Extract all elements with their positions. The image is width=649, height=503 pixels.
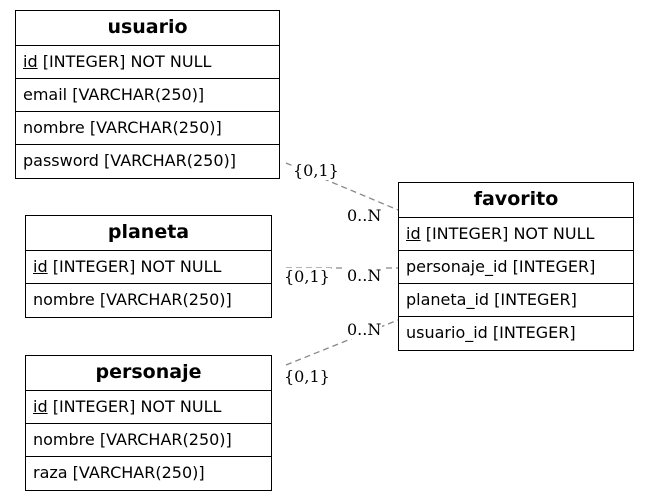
field-definition: [INTEGER] NOT NULL	[420, 224, 595, 243]
cardinality-personaje-side: {0,1}	[283, 367, 331, 386]
field-definition: [INTEGER] NOT NULL	[47, 257, 222, 276]
primary-key-label: id	[33, 257, 48, 276]
cardinality-favorito-side-usuario: 0..N	[346, 206, 383, 225]
field-row: nombre [VARCHAR(250)]	[16, 112, 279, 145]
field-row: email [VARCHAR(250)]	[16, 79, 279, 112]
field-row: personaje_id [INTEGER]	[399, 251, 633, 284]
field-row: id [INTEGER] NOT NULL	[26, 251, 271, 284]
field-row: id [INTEGER] NOT NULL	[16, 46, 279, 79]
entity-usuario[interactable]: usuario id [INTEGER] NOT NULL email [VAR…	[15, 10, 280, 179]
field-row: id [INTEGER] NOT NULL	[26, 391, 271, 424]
field-row: planeta_id [INTEGER]	[399, 284, 633, 317]
field-row: nombre [VARCHAR(250)]	[26, 424, 271, 457]
cardinality-favorito-side-personaje: 0..N	[346, 320, 383, 339]
cardinality-usuario-side: {0,1}	[292, 161, 340, 180]
entity-title: personaje	[26, 356, 271, 391]
field-row: raza [VARCHAR(250)]	[33, 463, 205, 482]
cardinality-favorito-side-planeta: 0..N	[346, 266, 383, 285]
entity-title: usuario	[16, 11, 279, 46]
field-definition: [INTEGER] NOT NULL	[37, 52, 212, 71]
field-row: id [INTEGER] NOT NULL	[399, 218, 633, 251]
cardinality-planeta-side: {0,1}	[283, 267, 331, 286]
primary-key-label: id	[33, 397, 48, 416]
entity-title: favorito	[399, 183, 633, 218]
primary-key-label: id	[23, 52, 38, 71]
field-definition: [INTEGER] NOT NULL	[47, 397, 222, 416]
primary-key-label: id	[406, 224, 421, 243]
field-row: password [VARCHAR(250)]	[23, 151, 237, 170]
field-row: nombre [VARCHAR(250)]	[33, 290, 232, 309]
entity-planeta[interactable]: planeta id [INTEGER] NOT NULL nombre [VA…	[25, 215, 272, 318]
entity-favorito[interactable]: favorito id [INTEGER] NOT NULL personaje…	[398, 182, 634, 351]
entity-personaje[interactable]: personaje id [INTEGER] NOT NULL nombre […	[25, 355, 272, 491]
field-row: usuario_id [INTEGER]	[406, 323, 576, 342]
entity-title: planeta	[26, 216, 271, 251]
